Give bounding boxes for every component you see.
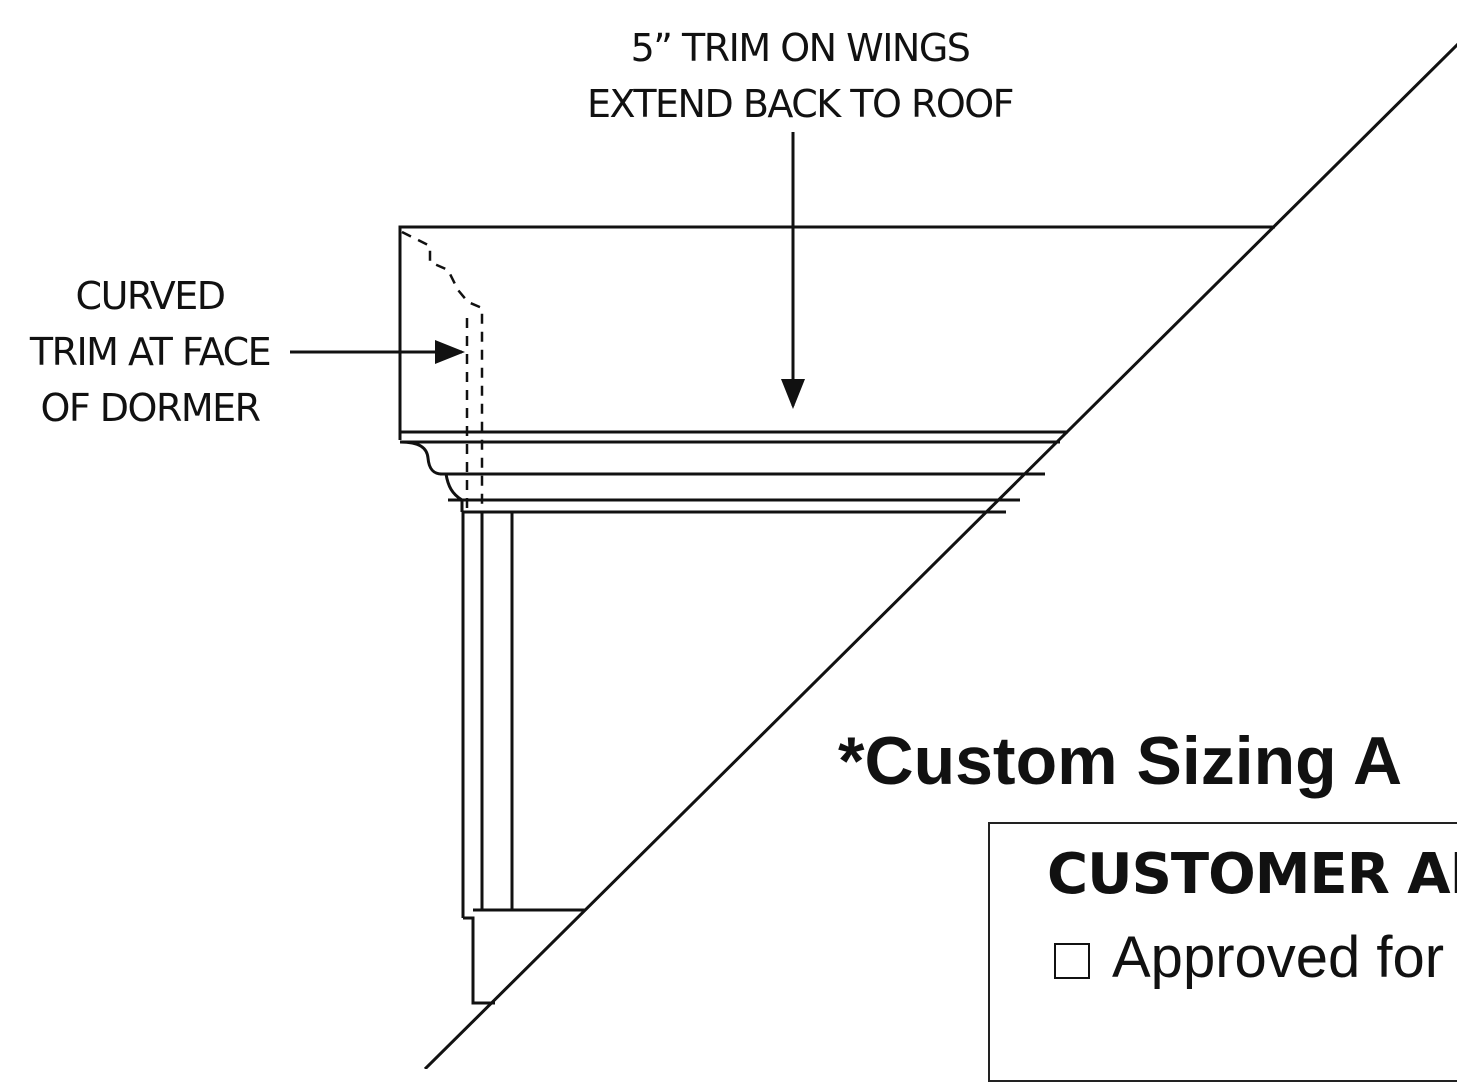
left-annotation-line-2: TRIM AT FACE [29, 330, 272, 374]
approval-row[interactable]: Approved for [1054, 924, 1444, 991]
top-annotation-line-2: EXTEND BACK TO ROOF [586, 82, 1015, 126]
customer-approval-title: CUSTOMER AI [1047, 842, 1457, 907]
post-base [463, 916, 495, 1005]
custom-sizing-heading: *Custom Sizing A [838, 723, 1403, 799]
left-annotation-line-3: OF DORMER [40, 386, 261, 430]
left-annotation-line-1: CURVED [75, 274, 226, 318]
top-annotation-line-1: 5” TRIM ON WINGS [630, 26, 971, 70]
roof-line [423, 42, 1457, 1069]
approval-checkbox[interactable] [1054, 942, 1090, 979]
left-annotation: CURVED TRIM AT FACE OF DORMER [0, 268, 300, 436]
trim-board-outline [398, 225, 1275, 440]
approval-checkbox-label: Approved for [1112, 925, 1445, 990]
customer-approval-box: CUSTOMER AI Approved for [988, 822, 1457, 1082]
dashed-curved-trim [401, 230, 484, 515]
moulding-profile [399, 440, 464, 512]
top-annotation: 5” TRIM ON WINGS EXTEND BACK TO ROOF [520, 20, 1080, 132]
